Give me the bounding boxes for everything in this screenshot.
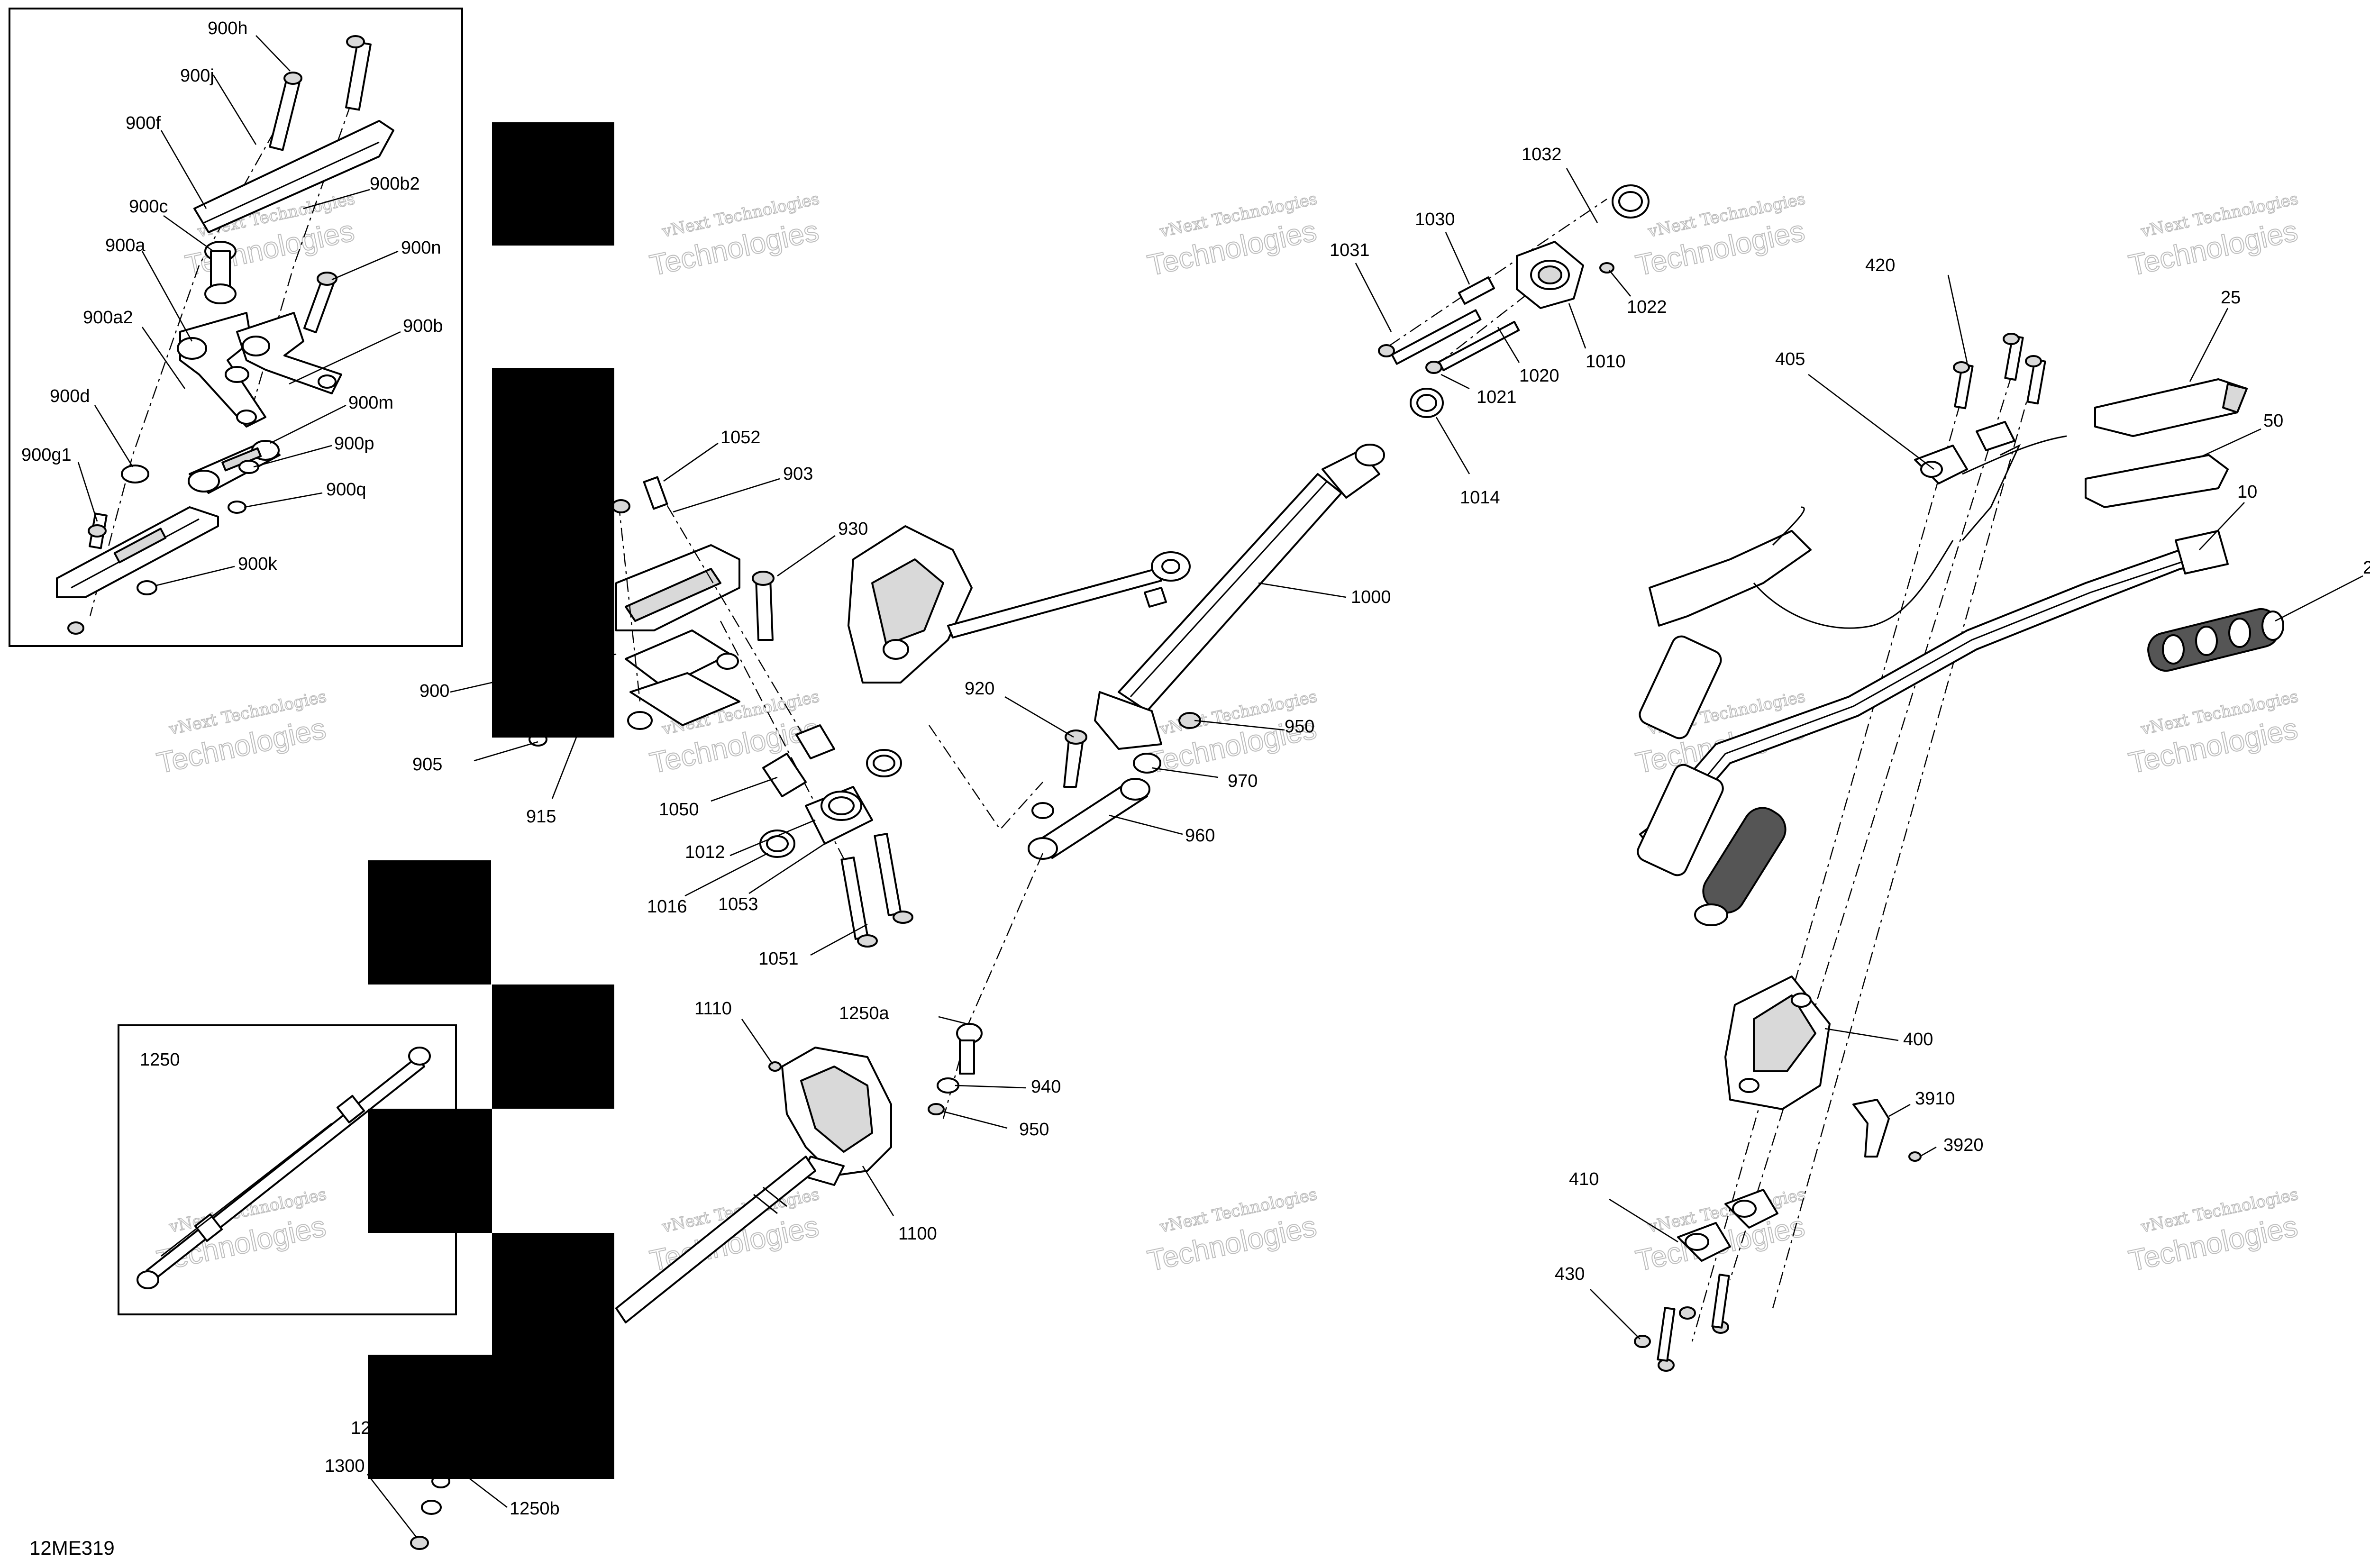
callout-900: 900 bbox=[419, 681, 449, 701]
callout-900h: 900h bbox=[208, 18, 248, 38]
redaction-blocks bbox=[368, 122, 614, 1479]
bolt-1051b bbox=[874, 833, 902, 916]
callout-905: 905 bbox=[412, 755, 442, 775]
callout-900g1: 900g1 bbox=[21, 445, 72, 465]
column-support-group: 1052 903 930 bbox=[611, 428, 868, 641]
callout-1053: 1053 bbox=[718, 894, 758, 914]
steering-column-1000: 1000 bbox=[1094, 444, 1391, 774]
callout-50: 50 bbox=[2263, 411, 2283, 431]
washer-900d bbox=[121, 465, 149, 483]
callout-1032: 1032 bbox=[1522, 145, 1562, 164]
callout-900c: 900c bbox=[129, 197, 168, 217]
callout-903: 903 bbox=[783, 464, 813, 484]
callout-1100: 1100 bbox=[898, 1224, 937, 1244]
bearing-group: 1050 1012 1016 1053 1051 bbox=[647, 620, 1043, 969]
callout-3910: 3910 bbox=[1915, 1089, 1955, 1109]
callout-900m: 900m bbox=[348, 393, 393, 413]
callout-25: 25 bbox=[2221, 288, 2241, 308]
tie-rod bbox=[947, 568, 1162, 638]
callout-920: 920 bbox=[965, 679, 994, 699]
callout-900a: 900a bbox=[105, 236, 146, 255]
callout-1051: 1051 bbox=[758, 949, 799, 969]
callout-1021: 1021 bbox=[1477, 387, 1517, 407]
grip-left bbox=[1694, 807, 1787, 926]
document-code: 12ME319 bbox=[29, 1537, 115, 1559]
callout-10: 10 bbox=[2237, 482, 2257, 502]
callout-1020: 1020 bbox=[1519, 366, 1559, 386]
callout-1010: 1010 bbox=[1586, 352, 1626, 372]
callout-1012: 1012 bbox=[685, 842, 725, 862]
callout-900b: 900b bbox=[403, 316, 443, 336]
bolt-900j bbox=[345, 35, 372, 111]
callout-3920: 3920 bbox=[1943, 1135, 1984, 1155]
callout-1052: 1052 bbox=[720, 428, 761, 447]
bolt-900g1 bbox=[88, 512, 108, 549]
callout-1050: 1050 bbox=[659, 800, 699, 820]
callout-900a2: 900a2 bbox=[83, 308, 133, 328]
sleeve-1030 bbox=[1458, 276, 1495, 305]
callout-950b: 950 bbox=[1019, 1120, 1049, 1140]
bolt-1031 bbox=[1391, 309, 1482, 365]
bolt-920 bbox=[1063, 738, 1084, 788]
callout-900d: 900d bbox=[50, 386, 90, 406]
callout-1250a: 1250a bbox=[839, 1003, 890, 1023]
steering-bracket-assembly: 900 905 915 bbox=[412, 483, 807, 827]
guard-50 bbox=[2085, 454, 2229, 508]
callout-900n: 900n bbox=[401, 238, 441, 258]
callout-940: 940 bbox=[1031, 1077, 1061, 1097]
callout-930: 930 bbox=[838, 519, 868, 539]
callout-1022: 1022 bbox=[1627, 297, 1667, 317]
handlebar-assembly: 420 405 25 50 10 20 400 3910 3920 410 43… bbox=[1555, 255, 2370, 1372]
callout-405: 405 bbox=[1775, 349, 1805, 369]
callout-900q: 900q bbox=[326, 480, 366, 500]
callout-900j: 900j bbox=[180, 66, 214, 86]
lever-900b bbox=[236, 312, 342, 394]
callout-1110: 1110 bbox=[694, 999, 732, 1019]
linkage-group: 920 950 970 960 bbox=[961, 679, 1314, 1039]
callout-400: 400 bbox=[1903, 1030, 1933, 1049]
callout-970: 970 bbox=[1228, 771, 1258, 791]
washer-900a2 bbox=[225, 366, 249, 383]
steering-shaft bbox=[615, 1156, 816, 1323]
upper-steering-housing bbox=[848, 525, 1191, 684]
callout-12-partial: 12 bbox=[351, 1418, 371, 1438]
callout-950a: 950 bbox=[1285, 717, 1314, 737]
callout-1030: 1030 bbox=[1415, 210, 1455, 229]
callout-20: 20 bbox=[2363, 558, 2370, 578]
callout-900b2: 900b2 bbox=[370, 174, 420, 194]
callout-1250b: 1250b bbox=[510, 1499, 560, 1519]
column-top-group: 1031 1030 1032 1022 1010 1020 1021 1014 bbox=[1330, 145, 1667, 508]
lower-steering-group: 1110 1250a 940 950 1100 bbox=[615, 999, 1061, 1323]
callout-1016: 1016 bbox=[647, 897, 687, 917]
callout-900f: 900f bbox=[126, 113, 161, 133]
callout-420: 420 bbox=[1865, 255, 1895, 275]
callout-915: 915 bbox=[526, 807, 556, 827]
lever-3910 bbox=[1852, 1099, 1890, 1158]
callout-410: 410 bbox=[1569, 1169, 1599, 1189]
inset-900-detail: 900h 900j 900f 900b2 900c 900n 900a 900b… bbox=[9, 8, 463, 647]
bolt-900h bbox=[269, 72, 302, 151]
callout-1300: 1300 bbox=[325, 1456, 365, 1476]
bolt-900n bbox=[303, 272, 337, 334]
inset-1250-title: 1250 bbox=[140, 1050, 180, 1070]
throttle-bracket bbox=[1649, 530, 1812, 627]
bolt-930 bbox=[755, 577, 774, 641]
callout-1014: 1014 bbox=[1460, 488, 1500, 508]
grip-20 bbox=[2147, 608, 2284, 672]
callout-960: 960 bbox=[1185, 826, 1215, 846]
inset-1250-detail: 1250 bbox=[118, 1024, 457, 1315]
callout-900k: 900k bbox=[238, 554, 277, 574]
bushing-1050 bbox=[762, 753, 807, 797]
callout-900p: 900p bbox=[334, 434, 374, 454]
callout-430: 430 bbox=[1555, 1264, 1585, 1284]
callout-1031: 1031 bbox=[1330, 240, 1370, 260]
callout-1000: 1000 bbox=[1351, 587, 1391, 607]
spacer-900c bbox=[204, 241, 237, 304]
